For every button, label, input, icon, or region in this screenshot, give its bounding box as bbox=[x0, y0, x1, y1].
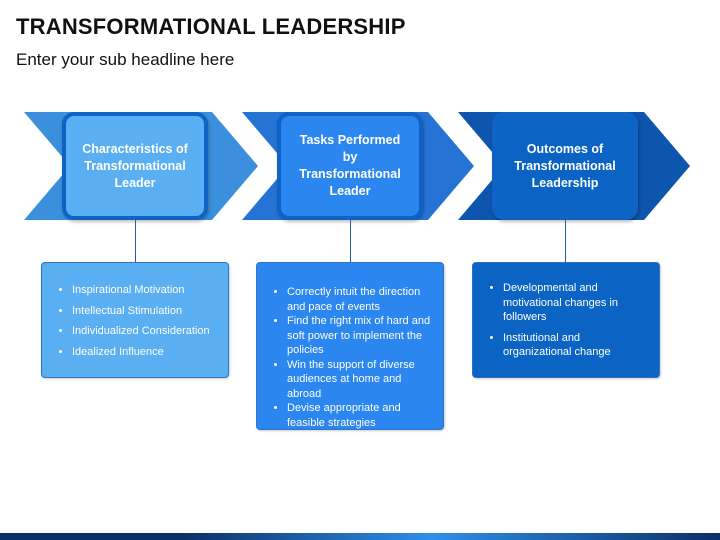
step-box-characteristics: Characteristics of Transformational Lead… bbox=[62, 112, 208, 220]
list-item: Idealized Influence bbox=[72, 345, 216, 360]
page-subtitle: Enter your sub headline here bbox=[16, 50, 235, 69]
list-item: Win the support of diverse audiences at … bbox=[287, 358, 431, 402]
detail-box-tasks: Correctly intuit the direction and pace … bbox=[256, 262, 444, 430]
list-item: Individualized Consideration bbox=[72, 324, 216, 339]
list-item: Inspirational Motivation bbox=[72, 283, 216, 298]
connector-line bbox=[135, 220, 136, 262]
list-item: Institutional and organizational change bbox=[503, 331, 647, 360]
detail-box-outcomes: Developmental and motivational changes i… bbox=[472, 262, 660, 378]
connector-line bbox=[350, 220, 351, 262]
list-item: Find the right mix of hard and soft powe… bbox=[287, 314, 431, 358]
list-item: Correctly intuit the direction and pace … bbox=[287, 285, 431, 314]
step-box-outcomes: Outcomes of Transformational Leadership bbox=[492, 112, 638, 220]
detail-box-characteristics: Inspirational Motivation Intellectual St… bbox=[41, 262, 229, 378]
footer-color-bar bbox=[0, 533, 720, 540]
step-box-tasks: Tasks Performed by Transformational Lead… bbox=[277, 112, 423, 220]
page-title: TRANSFORMATIONAL LEADERSHIP bbox=[16, 14, 406, 39]
list-item: Devise appropriate and feasible strategi… bbox=[287, 401, 431, 430]
connector-line bbox=[565, 220, 566, 262]
list-item: Developmental and motivational changes i… bbox=[503, 281, 647, 325]
list-item: Intellectual Stimulation bbox=[72, 304, 216, 319]
